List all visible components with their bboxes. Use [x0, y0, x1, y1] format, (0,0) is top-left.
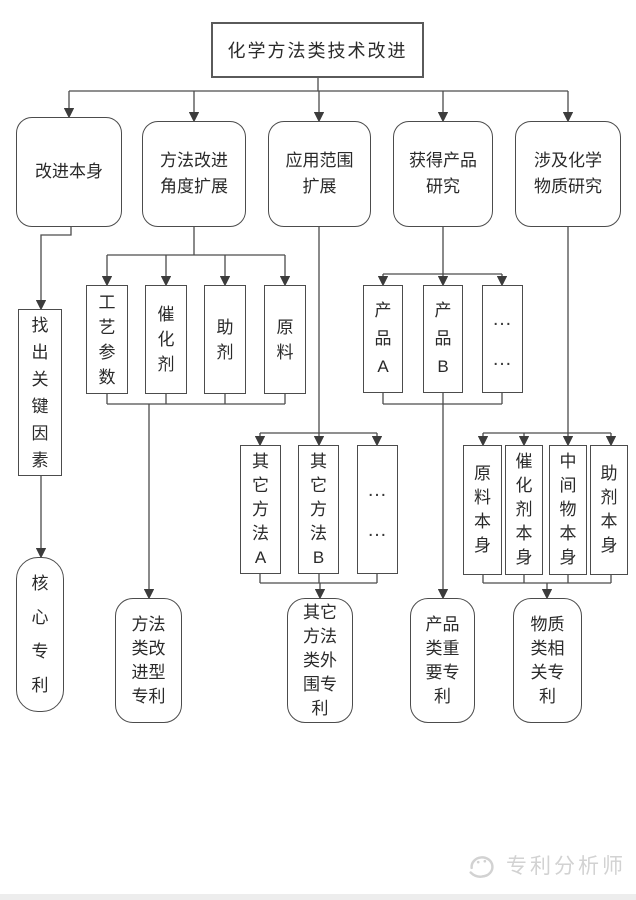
node-root: 化学方法类技术改进 [211, 22, 424, 78]
node-product-a: 产 品 A [363, 285, 403, 393]
node-auxiliary-itself: 助 剂 本 身 [590, 445, 628, 575]
node-method-improved-patent: 方法 类改 进型 专利 [115, 598, 182, 723]
node-branch-method-angle-label: 方法改进 角度扩展 [160, 151, 228, 196]
node-other-method-a: 其 它 方 法 A [240, 445, 281, 574]
node-branch-improve-itself-label: 改进本身 [35, 162, 103, 181]
node-branch-substance-research: 涉及化学 物质研究 [515, 121, 621, 227]
node-raw-material-itself-label: 原 料 本 身 [474, 464, 491, 555]
node-intermediate-itself-label: 中 间 物 本 身 [559, 452, 577, 567]
node-product-a-label: 产 品 A [374, 301, 392, 376]
node-product-patent-label: 产品 类重 要专 利 [425, 614, 460, 706]
node-branch-application-scope: 应用范围 扩展 [268, 121, 371, 227]
node-branch-improve-itself: 改进本身 [16, 117, 122, 227]
node-raw-material-itself: 原 料 本 身 [463, 445, 502, 575]
node-peripheral-patent-label: 其它 方法 类外 围专 利 [303, 602, 337, 718]
node-core-patent-label: 核 心 专 利 [31, 573, 49, 695]
node-peripheral-patent: 其它 方法 类外 围专 利 [287, 598, 353, 723]
node-product-patent: 产品 类重 要专 利 [410, 598, 475, 723]
node-root-label: 化学方法类技术改进 [227, 41, 408, 61]
node-auxiliary: 助 剂 [204, 285, 246, 394]
node-other-method-b: 其 它 方 法 B [298, 445, 339, 574]
node-product-more-label: … … [492, 308, 513, 370]
node-product-b-label: 产 品 B [434, 301, 452, 376]
node-catalyst: 催 化 剂 [145, 285, 187, 394]
node-process-params: 工 艺 参 数 [86, 285, 128, 394]
node-branch-substance-research-label: 涉及化学 物质研究 [534, 151, 602, 196]
node-other-method-more-label: … … [367, 478, 388, 541]
node-catalyst-itself: 催 化 剂 本 身 [505, 445, 543, 575]
node-core-patent: 核 心 专 利 [16, 557, 64, 712]
node-other-method-b-label: 其 它 方 法 B [310, 451, 327, 567]
bottom-strip [0, 894, 636, 900]
node-branch-product-research: 获得产品 研究 [393, 121, 493, 227]
watermark: 专利分析师 [465, 848, 626, 882]
node-substance-patent: 物质 类相 关专 利 [513, 598, 582, 723]
node-branch-application-scope-label: 应用范围 扩展 [285, 151, 354, 196]
watermark-label: 专利分析师 [506, 855, 626, 878]
node-product-b: 产 品 B [423, 285, 463, 393]
node-raw-material-label: 原 料 [276, 317, 294, 362]
node-product-more: … … [482, 285, 523, 393]
node-substance-patent-label: 物质 类相 关专 利 [530, 614, 565, 706]
node-branch-product-research-label: 获得产品 研究 [409, 151, 477, 196]
node-auxiliary-itself-label: 助 剂 本 身 [600, 464, 618, 555]
swirl-logo-icon [469, 856, 494, 878]
node-method-improved-patent-label: 方法 类改 进型 专利 [131, 614, 166, 706]
node-catalyst-itself-label: 催 化 剂 本 身 [515, 452, 533, 567]
node-other-method-a-label: 其 它 方 法 A [252, 451, 269, 567]
node-find-key-factors: 找 出 关 键 因 素 [18, 309, 62, 476]
node-catalyst-label: 催 化 剂 [157, 305, 175, 374]
node-process-params-label: 工 艺 参 数 [98, 292, 116, 387]
node-other-method-more: … … [357, 445, 398, 574]
node-intermediate-itself: 中 间 物 本 身 [549, 445, 587, 575]
node-raw-material: 原 料 [264, 285, 306, 394]
node-find-key-factors-label: 找 出 关 键 因 素 [31, 315, 49, 470]
node-branch-method-angle: 方法改进 角度扩展 [142, 121, 246, 227]
node-auxiliary-label: 助 剂 [216, 317, 234, 362]
